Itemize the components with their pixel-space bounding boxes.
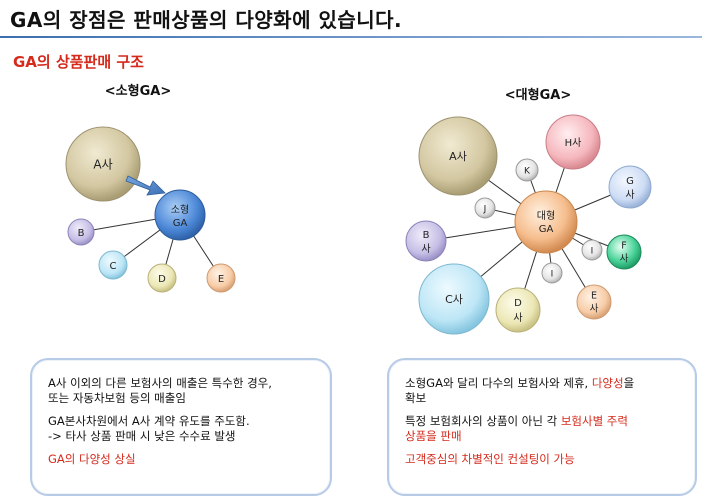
svg-text:E: E — [218, 274, 224, 285]
large-ga-node-a: A사 — [418, 116, 498, 196]
svg-text:G: G — [626, 176, 634, 187]
svg-text:대형: 대형 — [537, 210, 555, 222]
svg-text:H사: H사 — [565, 137, 582, 149]
svg-text:I: I — [591, 247, 594, 257]
large-ga-node-i-right: I — [581, 239, 603, 261]
svg-text:D: D — [514, 298, 522, 309]
svg-text:GA: GA — [539, 224, 554, 235]
large-ga-node-i-bottom: I — [541, 262, 563, 284]
small-ga-node-d: D — [147, 263, 177, 293]
small-ga-description-panel: A사 이외의 다른 보험사의 매출은 특수한 경우, 또는 자동차보험 등의 매… — [30, 358, 332, 496]
large-ga-node-h: H사 — [545, 114, 601, 170]
svg-text:A사: A사 — [93, 158, 112, 172]
large-ga-note-1-line2: 확보 — [405, 391, 427, 405]
large-ga-label: <대형GA> — [504, 88, 572, 103]
small-ga-node-b: B — [67, 218, 95, 246]
small-ga-label: <소형GA> — [104, 84, 172, 99]
svg-text:C사: C사 — [445, 293, 463, 306]
large-ga-note-2-highlight: 보험사별 주력 — [560, 414, 628, 428]
svg-text:B: B — [423, 230, 430, 241]
svg-text:GA: GA — [173, 218, 188, 229]
small-ga-note-2-line1: GA본사차원에서 A사 계약 유도를 주도함. — [48, 414, 250, 428]
large-ga-note-1-highlight: 다양성 — [591, 376, 624, 390]
small-ga-note-1-line1: A사 이외의 다른 보험사의 매출은 특수한 경우, — [48, 376, 272, 390]
svg-text:D: D — [158, 274, 166, 285]
small-ga-node-c: C — [98, 250, 128, 280]
small-ga-center: 소형 GA — [154, 189, 206, 241]
large-ga-node-b: B 사 — [405, 220, 447, 262]
large-ga-conclusion: 고객중심의 차별적인 컨설팅이 가능 — [405, 452, 575, 466]
svg-text:E: E — [591, 291, 597, 302]
small-ga-note-2-line2: -> 타사 상품 판매 시 낮은 수수료 발생 — [48, 429, 236, 443]
svg-text:사: 사 — [421, 243, 430, 255]
svg-text:사: 사 — [620, 254, 629, 265]
large-ga-node-g: G 사 — [608, 165, 652, 209]
large-ga-center: 대형 GA — [514, 190, 578, 254]
svg-text:소형: 소형 — [171, 204, 189, 216]
svg-text:사: 사 — [513, 312, 522, 324]
large-ga-node-j: J — [474, 197, 496, 219]
large-ga-note-1-c: 을 — [623, 376, 635, 390]
svg-text:F: F — [621, 241, 626, 252]
svg-text:B: B — [78, 228, 85, 239]
svg-text:사: 사 — [625, 189, 634, 201]
page-title: GA의 장점은 판매상품의 다양화에 있습니다. — [10, 8, 403, 32]
title-divider — [0, 36, 702, 38]
large-ga-note-2-a: 특정 보험회사의 상품이 아닌 각 — [405, 414, 558, 428]
svg-text:C: C — [110, 261, 117, 272]
small-ga-node-a: A사 — [65, 126, 141, 202]
large-ga-node-d: D 사 — [495, 287, 541, 333]
large-ga-node-c: C사 — [418, 263, 490, 335]
svg-text:K: K — [524, 167, 531, 177]
svg-text:I: I — [551, 270, 554, 280]
large-ga-note-1-a: 소형GA와 달리 다수의 보험사와 제휴, — [405, 376, 589, 390]
small-ga-node-e: E — [206, 263, 236, 293]
svg-text:A사: A사 — [449, 150, 467, 163]
section-subtitle: GA의 상품판매 구조 — [13, 53, 144, 71]
svg-text:사: 사 — [590, 304, 599, 315]
large-ga-node-k: K — [515, 158, 539, 182]
svg-text:J: J — [483, 205, 487, 215]
large-ga-node-e: E 사 — [576, 284, 612, 320]
small-ga-conclusion: GA의 다양성 상실 — [48, 452, 136, 466]
large-ga-node-f: F 사 — [606, 234, 642, 270]
arrow-icon — [125, 175, 166, 196]
large-ga-note-2-line2: 상품을 판매 — [405, 429, 462, 443]
large-ga-description-panel: 소형GA와 달리 다수의 보험사와 제휴, 다양성을 확보 특정 보험회사의 상… — [387, 358, 697, 496]
small-ga-note-1-line2: 또는 자동차보험 등의 매출임 — [48, 391, 186, 405]
